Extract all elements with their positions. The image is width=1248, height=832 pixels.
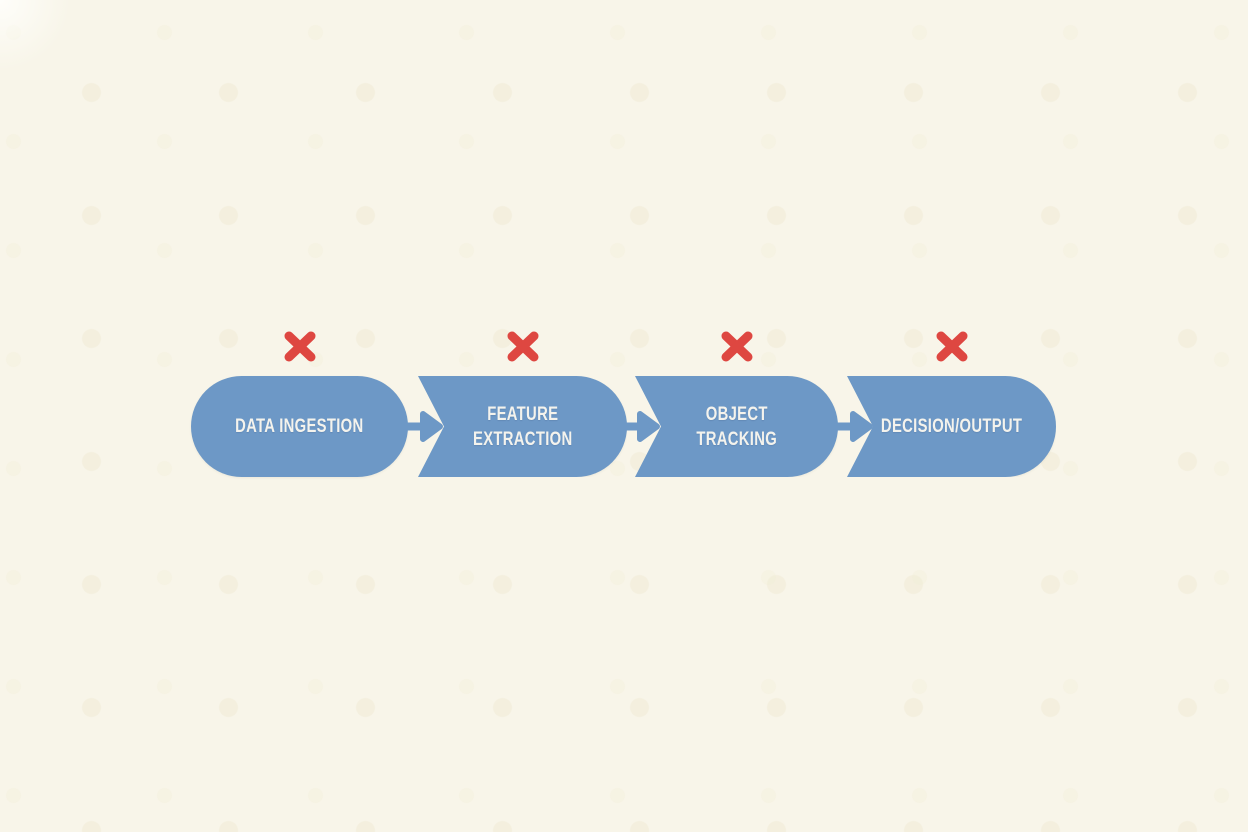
rejected-x-icon: [284, 331, 315, 362]
stage-data-ingestion: DATA INGESTION: [191, 331, 408, 477]
stage-feature-extraction: FEATURE EXTRACTION: [418, 331, 627, 477]
stage-shape-stadium: DATA INGESTION: [191, 376, 408, 477]
stage-decision-output: DECISION/OUTPUT: [847, 331, 1056, 477]
rejected-x-icon: [721, 331, 752, 362]
flow-arrow-icon: [830, 411, 873, 442]
stage-label: DECISION/OUTPUT: [880, 416, 1023, 437]
stage-label: DATA INGESTION: [235, 416, 364, 437]
stage-object-tracking: OBJECT TRACKING: [635, 331, 838, 477]
stage-shape-chevron: OBJECT TRACKING: [635, 376, 838, 477]
rejected-x-icon: [507, 331, 538, 362]
stage-shape-chevron: DECISION/OUTPUT: [847, 376, 1056, 477]
stage-label: OBJECT TRACKING: [696, 403, 777, 450]
flow-arrow-icon: [617, 411, 660, 442]
stage-label: FEATURE EXTRACTION: [472, 403, 573, 450]
flow-arrow-icon: [400, 411, 443, 442]
rejected-x-icon: [936, 331, 967, 362]
stage-shape-chevron: FEATURE EXTRACTION: [418, 376, 627, 477]
